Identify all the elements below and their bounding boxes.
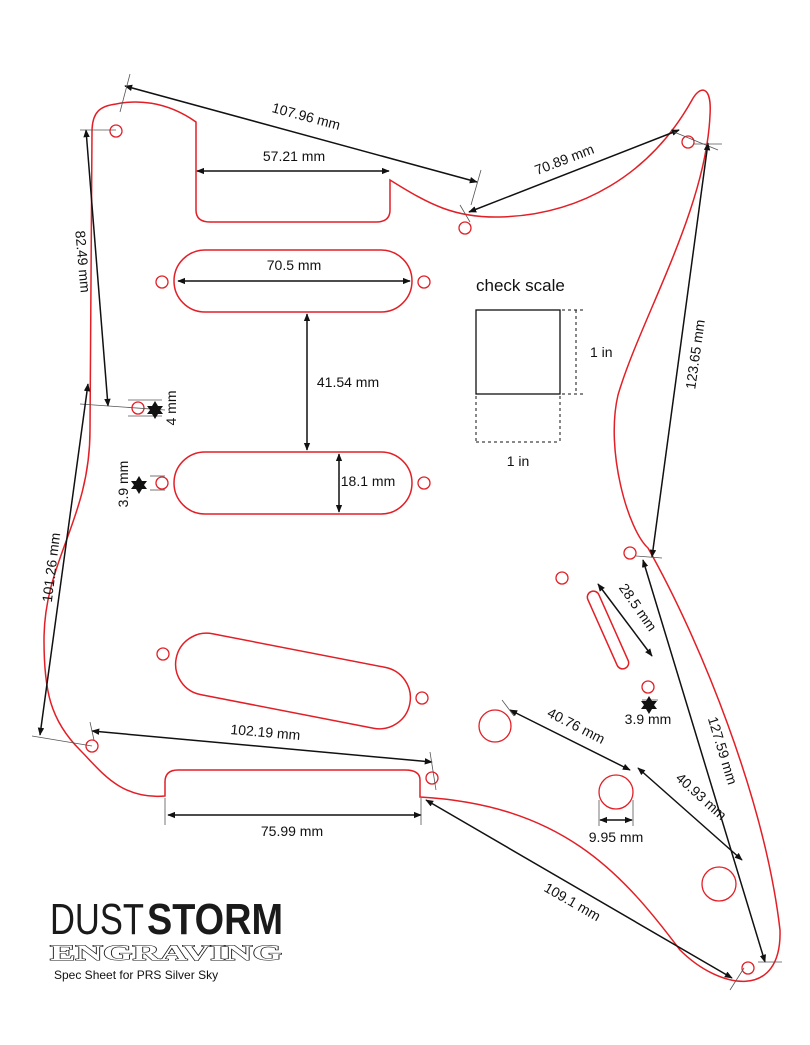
mount-hole-switch [555, 571, 569, 585]
brand-word-storm: STORM [147, 895, 283, 944]
scale-width-label: 1 in [507, 453, 530, 469]
check-scale: check scale 1 in 1 in [475, 276, 613, 469]
bridge-pickup-route [174, 632, 412, 730]
dim-top-right: 70.89 mm [532, 141, 596, 178]
scale-square [475, 309, 561, 395]
mount-hole-middle-right [417, 476, 431, 490]
brand-word-dust: DUST [50, 895, 144, 944]
pickguard-outline [43, 89, 781, 982]
dim-pot-spacing: 40.76 mm [545, 704, 608, 747]
mount-hole-switch-small [641, 680, 655, 694]
dim-switch-hole: 3.9 mm [625, 711, 672, 727]
dim-switch-slot: 28.5 mm [616, 580, 660, 634]
dim-pickup-spacing: 41.54 mm [317, 374, 379, 390]
dimension-lines [31, 73, 782, 991]
mount-hole-top-mid [458, 221, 472, 235]
tone2-pot-hole [701, 866, 737, 902]
dim-pot-to-jack: 40.93 mm [673, 770, 730, 824]
dim-bottom-span: 102.19 mm [230, 721, 301, 743]
brand-subtitle: ENGRAVING [50, 940, 282, 965]
neck-pickup-route [173, 249, 413, 313]
check-scale-title: check scale [476, 276, 565, 295]
mount-hole-bridge-right [415, 691, 429, 705]
mount-hole-bridge-left [156, 647, 170, 661]
switch-slot [586, 590, 630, 670]
mount-hole-middle-left [155, 476, 169, 490]
spec-caption: Spec Sheet for PRS Silver Sky [54, 968, 218, 982]
mount-hole-neck-right [417, 275, 431, 289]
star-marker-icon [641, 696, 657, 714]
dim-pickup-height: 18.1 mm [341, 473, 395, 489]
dim-screw-hole-b: 3.9 mm [115, 461, 131, 508]
star-marker-icon [131, 476, 147, 494]
star-marker-icon [147, 401, 163, 419]
mount-hole-right-mid [623, 546, 637, 560]
dim-bridge-width: 75.99 mm [261, 823, 323, 839]
scale-height-label: 1 in [590, 344, 613, 360]
middle-pickup-route [173, 451, 413, 515]
dim-neck-pickup-width: 70.5 mm [267, 257, 321, 273]
volume-pot-hole [478, 709, 512, 743]
tone-pot-hole [598, 774, 634, 810]
dim-neck-pocket-width: 57.21 mm [263, 148, 325, 164]
mount-hole-top-left [109, 124, 123, 138]
brand-logo: DUST STORM ENGRAVING Spec Sheet for PRS … [49, 895, 283, 982]
mount-hole-neck-left [155, 275, 169, 289]
dim-pot-hole: 9.95 mm [589, 829, 643, 845]
dim-left-upper: 82.49 mm [72, 230, 93, 293]
dim-right-upper: 123.65 mm [682, 319, 708, 391]
dim-right-lower: 127.59 mm [705, 715, 741, 787]
mount-hole-bottom-mid [425, 771, 439, 785]
dim-screw-hole-a: 4 mm [163, 391, 179, 426]
